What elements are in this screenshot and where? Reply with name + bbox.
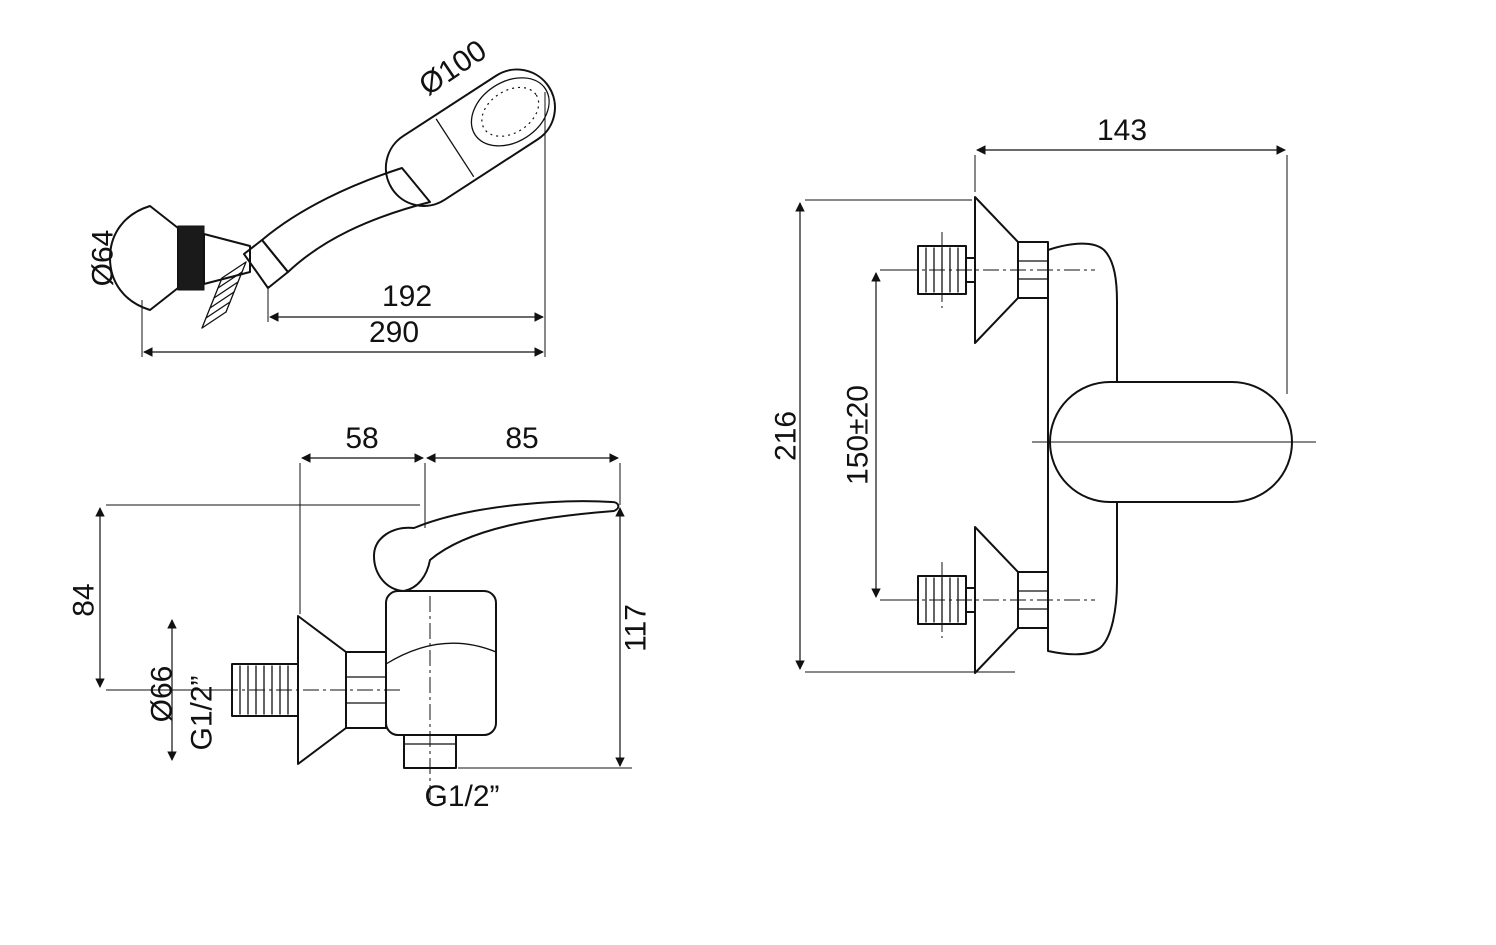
dim-label-total-height-front: 216 <box>770 411 803 461</box>
dim-label-centers-distance: 150±20 <box>842 385 875 485</box>
wall-holder-band <box>177 225 205 291</box>
spray-face <box>470 77 550 147</box>
mixer-body-front <box>1047 242 1118 656</box>
shower-head <box>384 68 556 207</box>
dim-label-height-to-inlet: 84 <box>68 583 101 616</box>
dim-label-head-length: 192 <box>382 280 432 313</box>
mixer-body-side <box>385 590 497 736</box>
wall-holder-cup <box>109 205 179 311</box>
mixer-side-view: 58 85 84 Ø66 G1/2” 117 G1/2” <box>68 422 653 813</box>
dim-label-escutcheon-diameter: Ø66 <box>146 666 179 723</box>
body-contour-line <box>385 642 497 665</box>
dim-label-width: 143 <box>1097 114 1147 147</box>
dim-label-total-height-side: 117 <box>620 604 653 652</box>
bottom-wall-connection <box>902 526 1095 674</box>
shower-handle <box>261 167 431 273</box>
dim-label-rear-depth: 58 <box>345 422 378 455</box>
shower-head-outline <box>384 68 556 207</box>
wall-holder-clamp <box>203 233 251 285</box>
spray-face-nozzles <box>481 86 540 137</box>
hand-shower-view: Ø100 Ø64 192 290 <box>87 34 556 357</box>
head-joint-line <box>435 118 475 177</box>
dim-label-front-depth: 85 <box>505 422 538 455</box>
label-outlet-thread: G1/2” <box>424 780 499 813</box>
label-inlet-thread: G1/2” <box>186 675 219 750</box>
lever-handle-side <box>373 500 620 592</box>
shower-hose <box>201 261 247 329</box>
top-wall-connection <box>902 196 1095 344</box>
mixer-front-view: 143 216 150±20 <box>770 114 1316 674</box>
dim-label-total-length: 290 <box>369 316 419 349</box>
dim-label-holder-diameter: Ø64 <box>87 230 120 287</box>
dim-label-head-diameter: Ø100 <box>413 34 492 102</box>
